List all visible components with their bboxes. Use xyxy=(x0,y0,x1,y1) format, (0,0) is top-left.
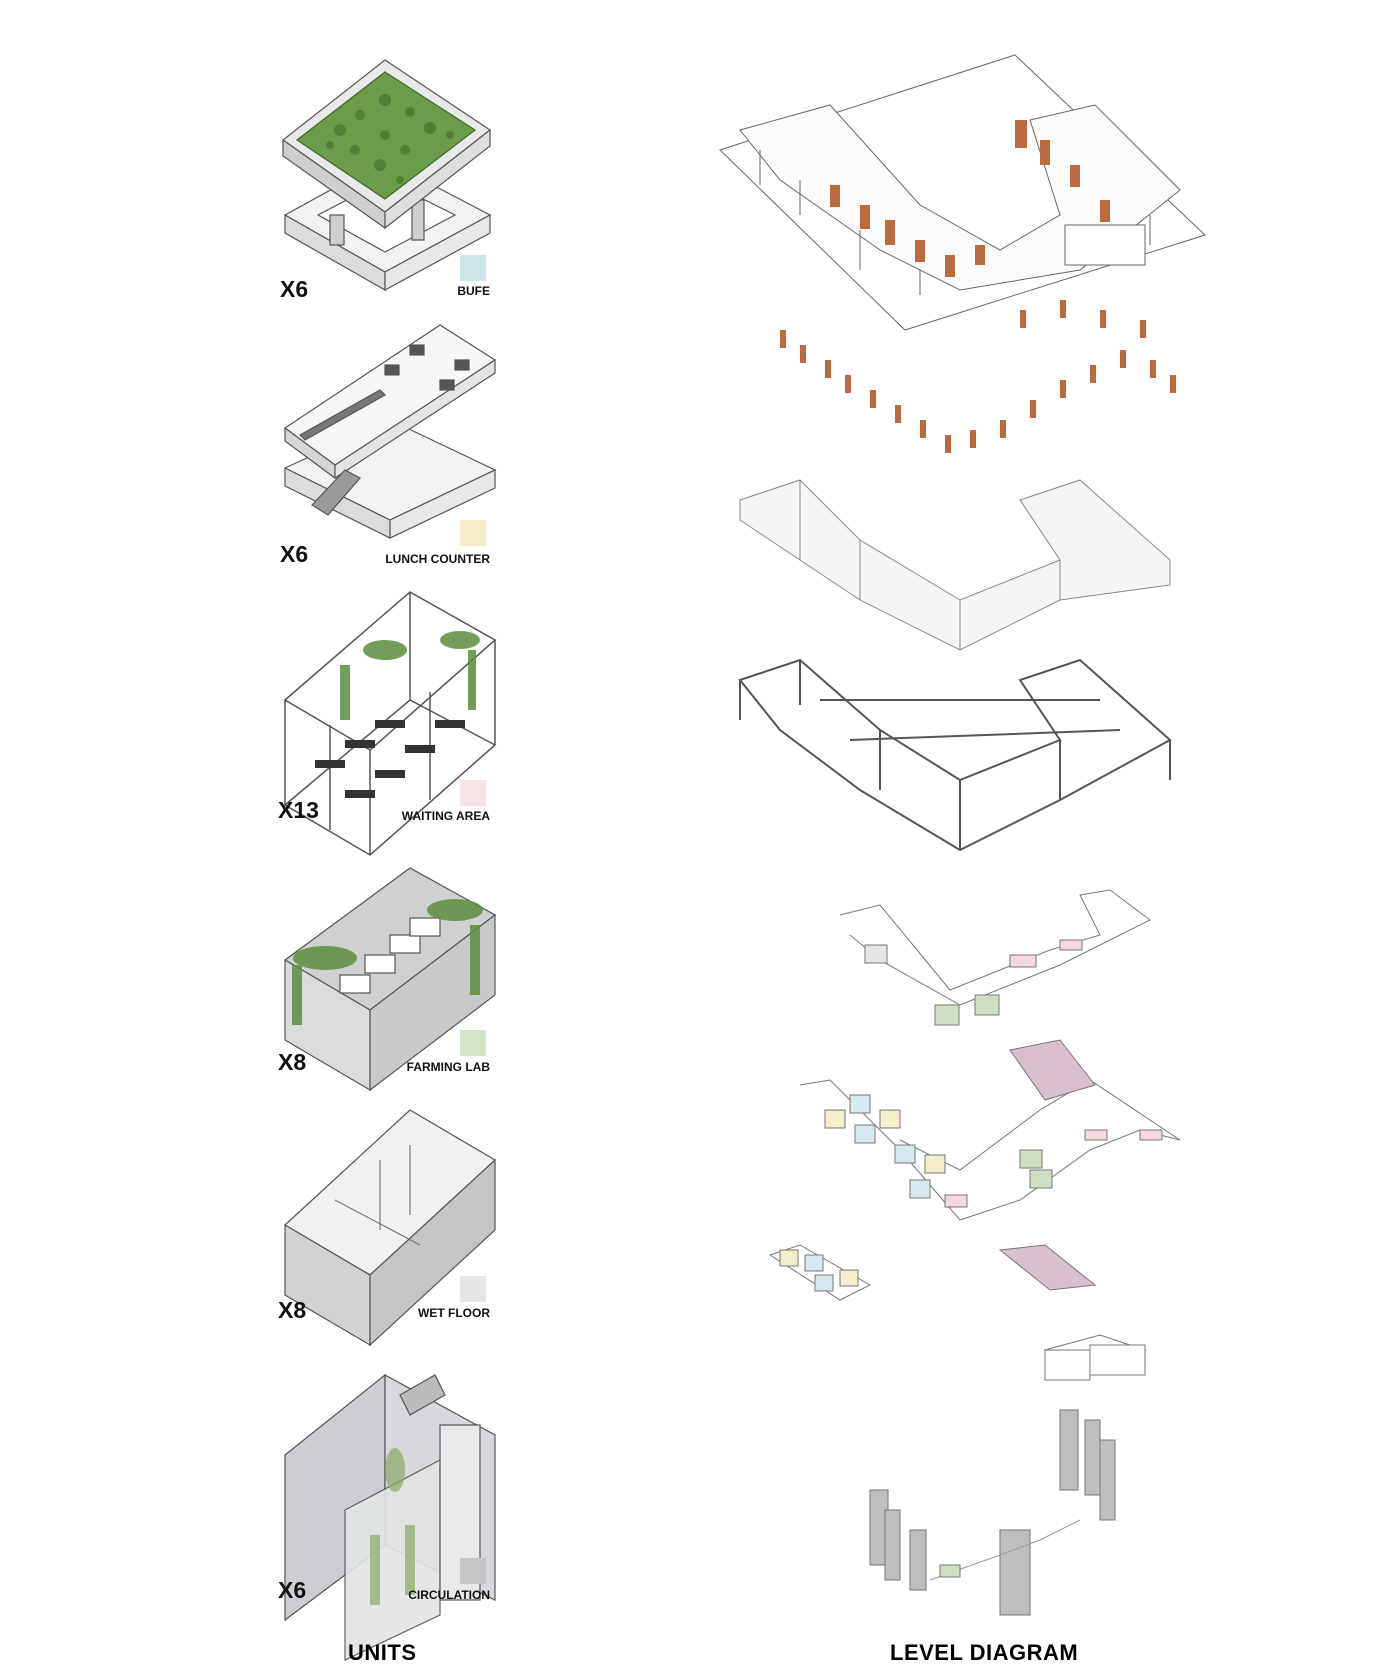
waiting-area-benches xyxy=(315,720,465,798)
unit-count: X6 xyxy=(280,276,309,302)
unit-lunch-counter-drawing xyxy=(283,324,497,539)
unit-count: X8 xyxy=(278,1049,307,1075)
level-roof-frame xyxy=(719,54,1206,331)
unit-label: CIRCULATION xyxy=(408,1588,490,1602)
level-diagram-title: LEVEL DIAGRAM xyxy=(890,1640,1079,1665)
unit-swatch xyxy=(460,255,486,281)
unit-label: WAITING AREA xyxy=(401,809,490,823)
unit-waiting-area-drawing xyxy=(283,591,497,856)
units-title: UNITS xyxy=(348,1640,417,1665)
level-facade-panels xyxy=(780,300,1176,453)
unit-label: FARMING LAB xyxy=(406,1060,490,1074)
bufe-greenery-texture xyxy=(326,94,454,184)
level-structural-frame xyxy=(738,658,1172,852)
circulation-plants xyxy=(370,1448,415,1605)
unit-count: X13 xyxy=(278,797,319,823)
unit-label: BUFE xyxy=(457,284,490,298)
level-circulation-cores xyxy=(869,1409,1116,1616)
upper-corridor-pods xyxy=(864,939,1083,1026)
unit-wet-floor-drawing xyxy=(283,1109,497,1347)
waiting-area-plants xyxy=(340,631,480,720)
level-corridor-upper xyxy=(839,889,1151,1006)
unit-label: WET FLOOR xyxy=(418,1306,490,1320)
unit-count: X8 xyxy=(278,1297,307,1323)
roof-facade-panels xyxy=(830,120,1110,277)
unit-label: LUNCH COUNTER xyxy=(385,552,490,566)
unit-swatch xyxy=(460,1276,486,1302)
main-floor-program-boxes xyxy=(824,1094,1163,1208)
level-module-blocks xyxy=(739,479,1171,651)
farming-lab-plants xyxy=(292,899,483,1025)
unit-swatch xyxy=(460,1558,486,1584)
level-main-floor xyxy=(799,1039,1181,1221)
level-loose-volumes xyxy=(768,1244,1147,1381)
unit-swatch xyxy=(460,520,486,546)
unit-circulation-drawing xyxy=(284,1373,496,1661)
unit-swatch xyxy=(460,780,486,806)
unit-count: X6 xyxy=(278,1577,307,1603)
unit-count: X6 xyxy=(280,541,309,567)
unit-swatch xyxy=(460,1030,486,1056)
